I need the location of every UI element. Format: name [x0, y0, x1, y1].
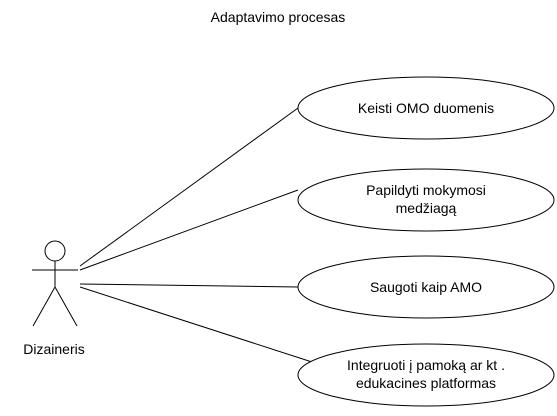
actor-head	[44, 240, 66, 262]
use-case-ellipse	[297, 255, 555, 319]
use-case-label-line-1: Papildyti mokymosi	[366, 182, 486, 198]
use-case-label-line-2: medžiagą	[396, 200, 457, 216]
use-case-integruoti: Integruoti į pamoką ar kt . edukacines p…	[297, 343, 555, 407]
diagram-title: Adaptavimo procesas	[211, 9, 346, 25]
use-case-saugoti: Saugoti kaip AMO	[297, 255, 555, 319]
actor-right-leg	[54, 286, 78, 327]
association-line-saugoti	[79, 283, 299, 288]
stick-figure-actor-icon	[32, 240, 78, 327]
use-case-label-line-1: Integruoti į pamoką ar kt .	[347, 357, 505, 373]
association-line-papildyti	[79, 189, 299, 271]
association-line-keisti-omo	[79, 107, 299, 267]
use-case-ellipse	[297, 343, 555, 407]
actor-left-leg	[32, 286, 56, 327]
use-case-ellipse	[297, 76, 555, 140]
use-case-label-line-2: edukacines platformas	[356, 375, 496, 391]
association-line-integruoti	[79, 286, 313, 363]
use-case-keisti-omo: Keisti OMO duomenis	[297, 76, 555, 140]
actor-label: Dizaineris	[23, 341, 84, 357]
use-case-label: Keisti OMO duomenis	[358, 100, 494, 116]
use-case-ellipse	[297, 168, 555, 232]
use-case-papildyti: Papildyti mokymosi medžiagą	[297, 168, 555, 232]
association-lines	[79, 107, 313, 363]
use-case-label: Saugoti kaip AMO	[370, 279, 482, 295]
